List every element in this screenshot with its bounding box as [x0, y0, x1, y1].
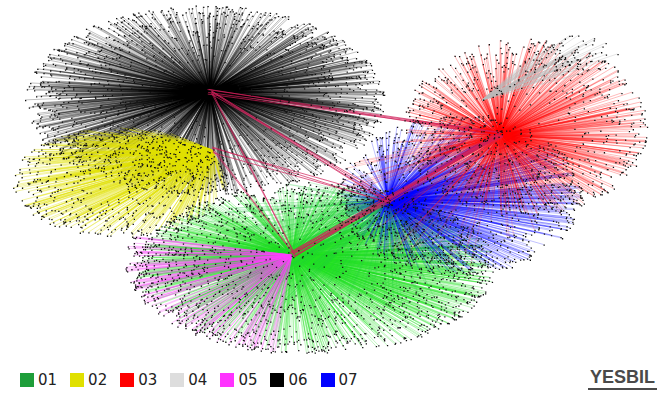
legend-item: 03: [120, 371, 157, 389]
legend-item: 04: [170, 371, 207, 389]
legend-swatch: [220, 373, 234, 387]
hub-links: [208, 89, 503, 257]
legend-swatch: [70, 373, 84, 387]
cluster-edges: [343, 131, 546, 267]
legend-swatch: [20, 373, 34, 387]
legend-swatch: [270, 373, 284, 387]
legend: 01 02 03 04 05 06 07: [20, 371, 358, 389]
graph-nodes: [13, 6, 648, 354]
legend-item: 05: [220, 371, 257, 389]
legend-text: 03: [138, 371, 157, 389]
legend-swatch: [321, 373, 335, 387]
watermark: YESBIL: [588, 366, 657, 390]
legend-text: 06: [288, 371, 307, 389]
legend-text: 05: [238, 371, 257, 389]
graph-dots: [13, 6, 648, 354]
label-area: YESBIL: [588, 366, 657, 390]
graph-edges: [13, 6, 647, 353]
legend-text: 07: [339, 371, 358, 389]
legend-text: 02: [88, 371, 107, 389]
legend-item: 07: [321, 371, 358, 389]
cluster-edges: [126, 237, 293, 352]
legend-text: 01: [38, 371, 57, 389]
legend-swatch: [170, 373, 184, 387]
legend-item: 02: [70, 371, 107, 389]
legend-swatch: [120, 373, 134, 387]
legend-item: 01: [20, 371, 57, 389]
legend-item: 06: [270, 371, 307, 389]
legend-text: 04: [188, 371, 207, 389]
